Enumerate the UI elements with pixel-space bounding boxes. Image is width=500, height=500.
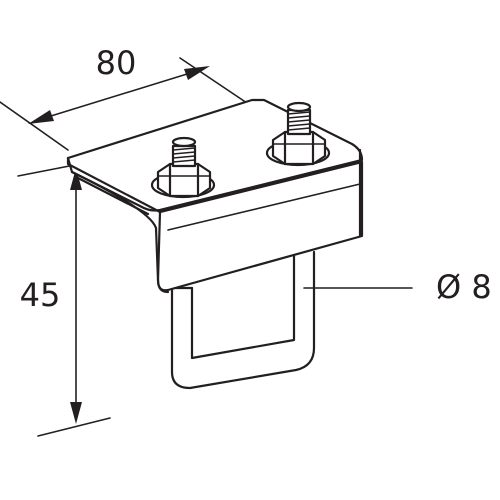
width-label: 80 (96, 44, 137, 82)
left-nut (156, 162, 212, 198)
width-extension-line-left (0, 101, 69, 151)
width-dimension: 80 (0, 44, 248, 151)
height-dimension: 45 (17, 161, 111, 437)
width-arrow-left (28, 110, 54, 124)
width-extension-line-right (179, 57, 248, 104)
left-bolt (150, 136, 216, 199)
height-arrow-top (70, 168, 82, 190)
diameter-dimension: Ø 8 (303, 268, 492, 306)
height-label: 45 (20, 276, 61, 314)
width-arrow-right (184, 66, 210, 80)
right-nut (271, 130, 327, 166)
right-bolt (265, 101, 331, 167)
height-extension-line-bottom (37, 417, 111, 437)
diameter-label: Ø 8 (436, 268, 492, 306)
height-arrow-bottom (70, 402, 82, 424)
bracket-plate (66, 98, 364, 294)
width-dimension-line (37, 69, 201, 121)
